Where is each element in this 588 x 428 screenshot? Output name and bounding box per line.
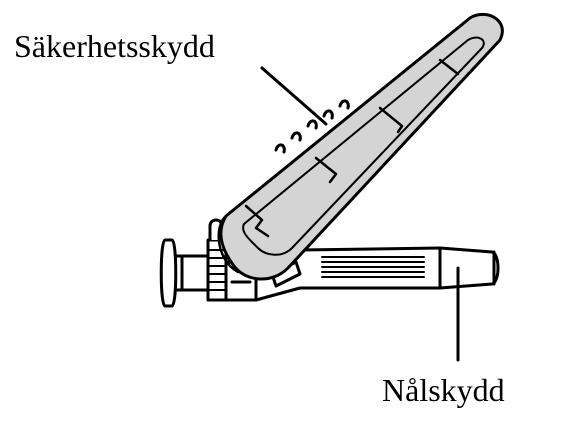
needle-cover-label: Nålskydd: [382, 372, 505, 408]
needle-cover-shape: [254, 246, 500, 302]
safety-guard-label: Säkerhetsskydd: [14, 28, 215, 64]
safety-guard-shape: [217, 12, 504, 281]
safety-guard-callout-line: [260, 66, 328, 126]
